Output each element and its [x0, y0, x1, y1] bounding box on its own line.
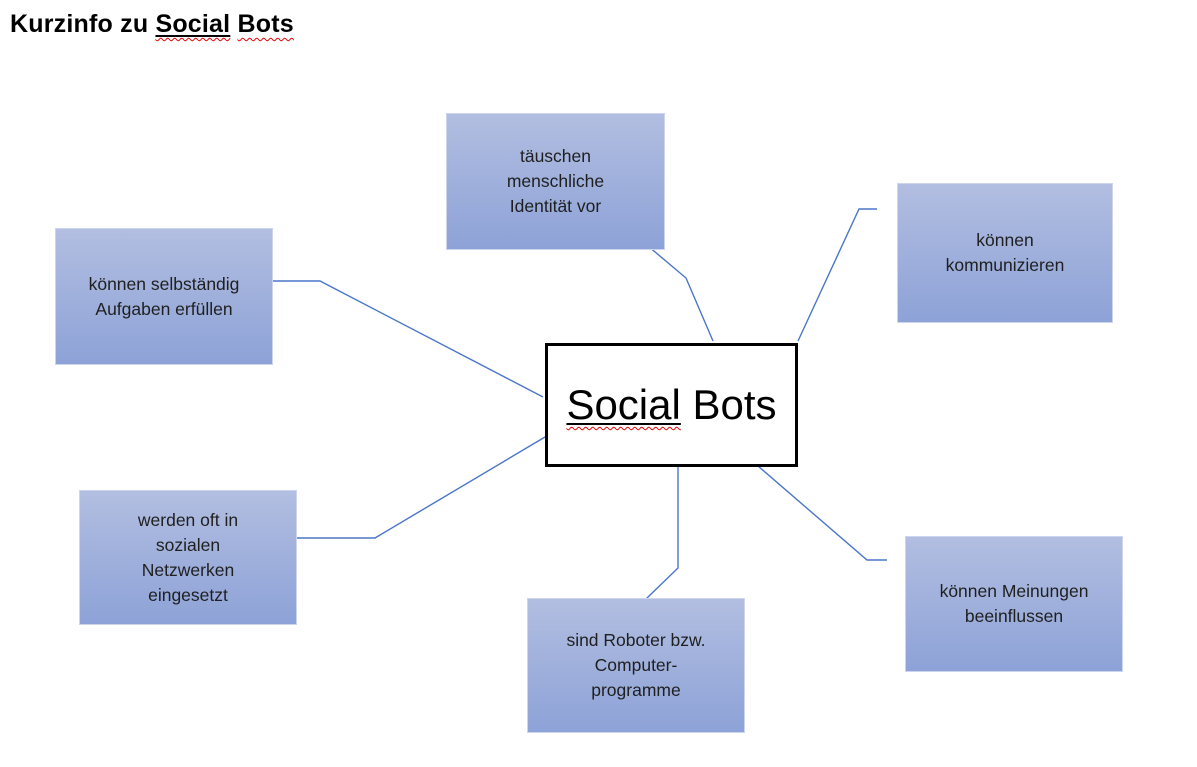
node-soziale-netzwerke[interactable]: werden oft in sozialen Netzwerken einges…: [79, 490, 297, 625]
node-label: werden oft in sozialen Netzwerken einges…: [137, 509, 239, 605]
connector-center-to-bottom-center: [645, 466, 679, 600]
center-word-social-underlined: Social: [566, 381, 680, 429]
node-label: können kommunizieren: [945, 230, 1065, 275]
page-title: Kurzinfo zu Social Bots: [10, 10, 294, 39]
node-selbstaendig-aufgaben[interactable]: können selbständig Aufgaben erfüllen: [55, 228, 273, 365]
spellcheck-squiggle: Social: [566, 381, 681, 428]
node-label: können Meinungen beeinflussen: [939, 581, 1089, 626]
node-label: können selbständig Aufgaben erfüllen: [88, 273, 240, 319]
title-word-bots: Bots: [237, 10, 294, 38]
node-meinungen-beeinflussen[interactable]: können Meinungen beeinflussen: [905, 536, 1123, 672]
node-label: sind Roboter bzw. Computer- programme: [566, 630, 706, 700]
spellcheck-squiggle: Social: [155, 10, 231, 38]
connector-bottom-left-to-center: [296, 436, 546, 539]
node-label: täuschen menschliche Identität vor: [506, 146, 605, 216]
connector-left-to-center: [272, 280, 544, 398]
connector-top-to-center: [647, 245, 714, 342]
center-node-social-bots[interactable]: Social Bots: [545, 343, 798, 467]
connector-center-to-right-top: [797, 208, 877, 342]
connector-center-to-bottom-right: [757, 465, 887, 561]
center-word-bots: Bots: [692, 381, 777, 428]
node-koennen-kommunizieren[interactable]: können kommunizieren: [897, 183, 1113, 323]
title-prefix: Kurzinfo zu: [10, 10, 149, 38]
title-word-social-underlined: Social: [155, 10, 230, 38]
node-roboter-computerprogramme[interactable]: sind Roboter bzw. Computer- programme: [527, 598, 745, 733]
center-word-bots: [681, 381, 693, 429]
node-taeuschen-identitaet[interactable]: täuschen menschliche Identität vor: [446, 113, 665, 250]
